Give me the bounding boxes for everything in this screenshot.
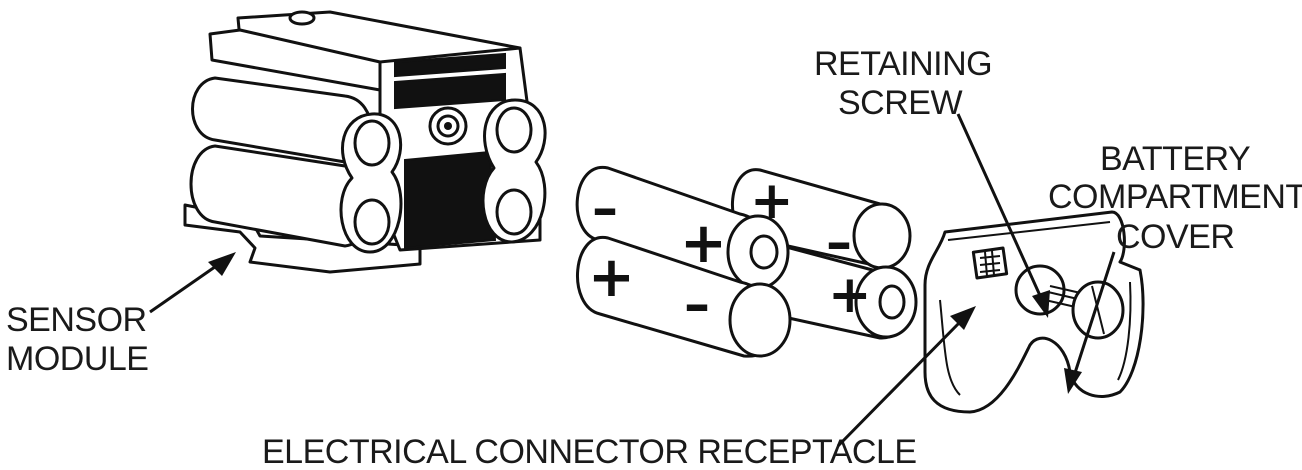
batteries: + – + – + + – xyxy=(575,166,918,358)
leader-arrows xyxy=(149,113,1116,448)
arrow-battery-cover-head xyxy=(1064,368,1082,394)
label-sensor-module: SENSOR MODULE xyxy=(6,301,149,378)
battery-compartment-cover xyxy=(923,210,1145,414)
sensor-module xyxy=(183,10,547,274)
battery-lower-left: + – xyxy=(576,236,792,358)
arrow-sensor-module xyxy=(149,260,223,314)
label-electrical-connector-receptacle: ELECTRICAL CONNECTOR RECEPTACLE xyxy=(262,433,917,470)
label-sensor-module-line1: SENSOR xyxy=(6,301,147,339)
arrow-retaining-screw xyxy=(956,113,1044,301)
battery-lower-left-plus: + xyxy=(588,245,635,310)
label-battery-cover-line3: COVER xyxy=(1116,218,1234,256)
arrow-electrical-connector-head xyxy=(950,306,976,330)
arrow-electrical-connector xyxy=(836,318,964,448)
battery-lower-left-minus: – xyxy=(684,275,710,335)
label-retaining-screw: RETAINING SCREW xyxy=(814,45,993,122)
arrow-battery-cover xyxy=(1072,251,1116,377)
arrow-retaining-screw-head xyxy=(1032,290,1050,318)
label-battery-compartment-cover: BATTERY COMPARTMENT COVER xyxy=(1048,140,1302,256)
label-battery-cover-line2: COMPARTMENT xyxy=(1048,178,1302,216)
label-retaining-screw-line1: RETAINING xyxy=(814,45,992,83)
battery-upper-left-minus: – xyxy=(592,179,618,239)
label-retaining-screw-line2: SCREW xyxy=(838,84,962,122)
arrow-sensor-module-head xyxy=(208,252,236,276)
battery-lower-right-plus: + xyxy=(828,265,872,325)
label-sensor-module-line2: MODULE xyxy=(6,340,148,378)
label-battery-cover-line1: BATTERY xyxy=(1100,140,1250,178)
